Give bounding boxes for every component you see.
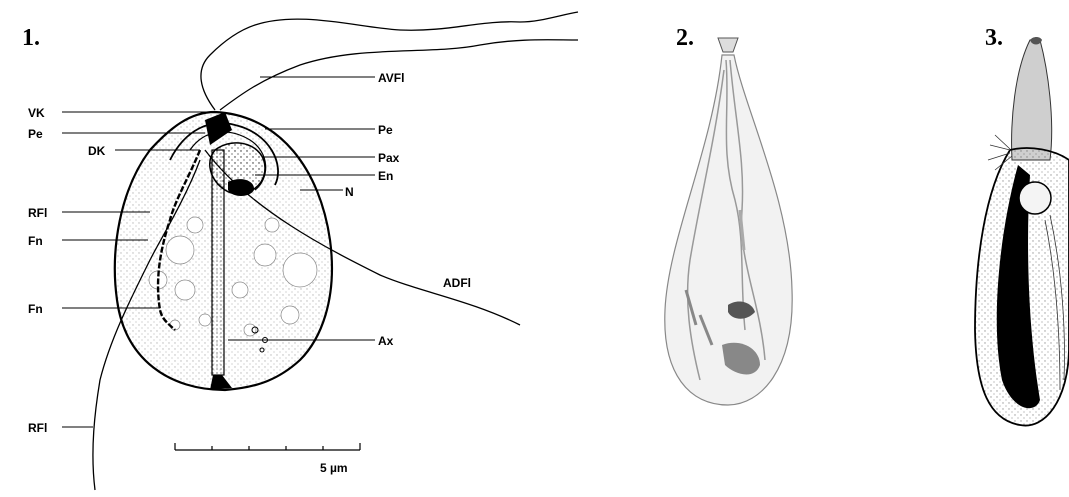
- scale-bar: [175, 443, 360, 450]
- label-fn-upper: Fn: [28, 234, 43, 248]
- label-rfl-lower: RFl: [28, 421, 47, 435]
- nucleus-round: [1019, 182, 1051, 214]
- label-ax: Ax: [378, 334, 394, 348]
- panel-3-figure: 3.: [975, 25, 1069, 426]
- label-dk: DK: [88, 144, 106, 158]
- label-n: N: [345, 185, 354, 199]
- panel-1-figure: 1.: [22, 12, 578, 490]
- label-vk: VK: [28, 106, 45, 120]
- scale-bar-label: 5 µm: [320, 461, 348, 475]
- panel-2-figure: 2.: [665, 25, 792, 405]
- label-en: En: [378, 169, 393, 183]
- flagellar-tuft: [1012, 40, 1052, 160]
- label-pe-right: Pe: [378, 123, 393, 137]
- label-pax: Pax: [378, 151, 400, 165]
- panel-1-number: 1.: [22, 25, 40, 51]
- label-fn-lower: Fn: [28, 302, 43, 316]
- label-avfl: AVFl: [378, 71, 404, 85]
- label-rfl-upper: RFl: [28, 206, 47, 220]
- label-pe-left: Pe: [28, 127, 43, 141]
- panel-3-number: 3.: [985, 25, 1003, 51]
- label-adfl: ADFl: [443, 276, 471, 290]
- panel-2-number: 2.: [676, 25, 694, 51]
- flagella-tuft: [718, 38, 738, 52]
- anterior-ventral-flagellum: [201, 12, 578, 110]
